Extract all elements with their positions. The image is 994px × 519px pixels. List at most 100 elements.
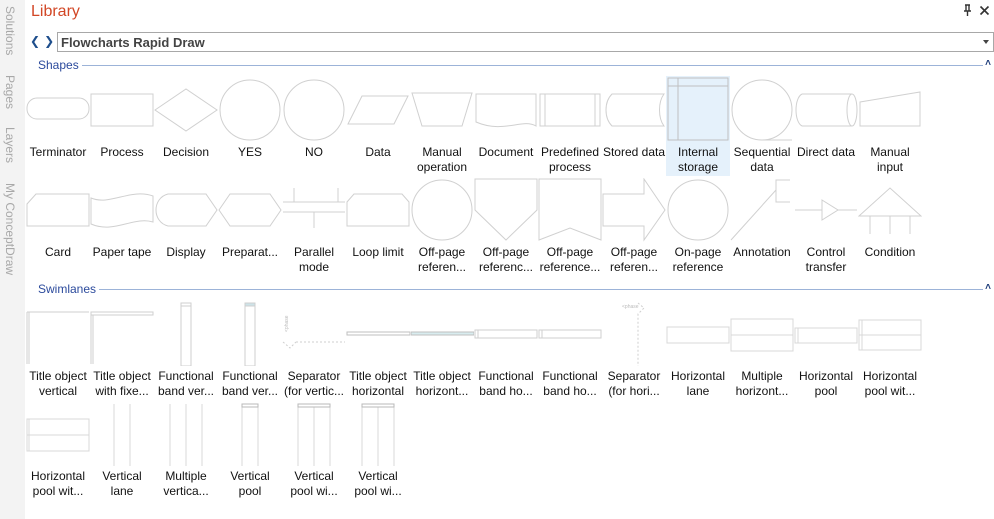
shape-yes[interactable]: YES xyxy=(218,78,282,159)
library-select[interactable]: Flowcharts Rapid Draw xyxy=(57,32,994,52)
shape-process[interactable]: Process xyxy=(90,78,154,159)
horizontal-pool-lanes-icon xyxy=(26,418,90,452)
shape-document[interactable]: Document xyxy=(474,78,538,159)
shape-on-page-reference[interactable]: On-page reference xyxy=(666,178,730,274)
shape-off-page-reference-4[interactable]: Off-page referen... xyxy=(602,178,666,274)
section-label: Swimlanes xyxy=(38,282,97,296)
shape-decision[interactable]: Decision xyxy=(154,78,218,159)
swimlane-separator-horizontal[interactable]: <phase Separator (for hori... xyxy=(602,302,666,398)
swimlane-vertical-lane[interactable]: Vertical lane xyxy=(90,402,154,498)
stored-data-shape-icon xyxy=(605,93,665,127)
side-tab-my-conceptdraw[interactable]: My ConceptDraw xyxy=(3,183,17,276)
multiple-horizontal-lanes-icon xyxy=(730,318,794,352)
library-select-value: Flowcharts Rapid Draw xyxy=(61,34,205,50)
shape-stored-data[interactable]: Stored data xyxy=(602,78,666,159)
shape-direct-data[interactable]: Direct data xyxy=(794,78,858,159)
horizontal-pool-icon xyxy=(794,327,858,344)
shape-parallel-mode[interactable]: Parallel mode xyxy=(282,178,346,274)
loop-limit-shape-icon xyxy=(346,193,410,227)
chevron-left-icon[interactable]: ❮ xyxy=(30,34,41,48)
swimlane-multiple-horizontal[interactable]: Multiple horizont... xyxy=(730,302,794,398)
swimlane-title-object-fixed[interactable]: Title object with fixe... xyxy=(90,302,154,398)
separator-vertical-icon: <phase xyxy=(282,315,345,349)
shape-condition[interactable]: Condition xyxy=(858,178,922,259)
parallel-mode-shape-icon xyxy=(283,188,345,228)
swimlane-vertical-pool[interactable]: Vertical pool xyxy=(218,402,282,498)
shape-card[interactable]: Card xyxy=(26,178,90,259)
section-divider xyxy=(99,288,983,290)
shape-loop-limit[interactable]: Loop limit xyxy=(346,178,410,259)
title-object-fixed-icon xyxy=(90,311,154,364)
functional-band-horizontal-icon xyxy=(538,329,602,339)
swimlane-multiple-vertical[interactable]: Multiple vertica... xyxy=(154,402,218,498)
functional-band-vertical-icon xyxy=(180,302,192,366)
swimlane-functional-band-horizontal-2[interactable]: Functional band ho... xyxy=(538,302,602,398)
title-object-horizontal-icon xyxy=(410,331,474,336)
side-tab-layers[interactable]: Layers xyxy=(3,127,17,164)
vertical-lane-icon xyxy=(113,404,131,466)
shape-data[interactable]: Data xyxy=(346,78,410,159)
control-transfer-shape-icon xyxy=(795,199,857,221)
shape-internal-storage[interactable]: Internal storage xyxy=(666,76,730,176)
horizontal-lane-icon xyxy=(666,326,730,344)
shape-preparation[interactable]: Preparat... xyxy=(218,178,282,259)
data-parallelogram-icon xyxy=(347,95,409,125)
shape-off-page-reference-3[interactable]: Off-page reference... xyxy=(538,178,602,274)
chevron-up-icon[interactable]: ˄ xyxy=(985,282,991,293)
manual-input-shape-icon xyxy=(859,91,921,127)
swimlane-title-object-vertical[interactable]: Title object vertical xyxy=(26,302,90,398)
vertical-pool-lanes-icon xyxy=(361,403,395,466)
shape-display[interactable]: Display xyxy=(154,178,218,259)
shape-annotation[interactable]: Annotation xyxy=(730,178,794,259)
swimlane-functional-band-horizontal-1[interactable]: Functional band ho... xyxy=(474,302,538,398)
vertical-pool-icon xyxy=(241,403,259,466)
off-page-circle-icon xyxy=(411,179,473,241)
swimlane-horizontal-pool-with-lanes-2[interactable]: Horizontal pool wit... xyxy=(26,402,90,498)
section-divider xyxy=(81,64,983,66)
off-page-notched-icon xyxy=(538,178,602,241)
swimlane-functional-band-vertical-1[interactable]: Functional band ver... xyxy=(154,302,218,398)
svg-text:<phase: <phase xyxy=(622,304,639,310)
shape-manual-input[interactable]: Manual input xyxy=(858,78,922,174)
side-tab-pages[interactable]: Pages xyxy=(3,75,17,110)
preparation-shape-icon xyxy=(218,193,282,227)
swimlane-vertical-pool-with-lanes-1[interactable]: Vertical pool wi... xyxy=(282,402,346,498)
section-header-shapes[interactable]: Shapes ˄ xyxy=(38,58,991,72)
direct-data-shape-icon xyxy=(795,93,858,127)
shape-control-transfer[interactable]: Control transfer xyxy=(794,178,858,274)
shape-off-page-reference-1[interactable]: Off-page referen... xyxy=(410,178,474,274)
shape-terminator[interactable]: Terminator xyxy=(26,78,90,159)
chevron-up-icon[interactable]: ˄ xyxy=(985,58,991,69)
functional-band-horizontal-icon xyxy=(474,329,538,339)
chevron-down-icon[interactable] xyxy=(983,40,989,44)
swimlane-vertical-pool-with-lanes-2[interactable]: Vertical pool wi... xyxy=(346,402,410,498)
off-page-pentagon-icon xyxy=(474,178,538,241)
title-object-vertical-icon xyxy=(26,311,89,364)
shape-off-page-reference-2[interactable]: Off-page referenc... xyxy=(474,178,538,274)
shape-paper-tape[interactable]: Paper tape xyxy=(90,178,154,259)
shape-predefined-process[interactable]: Predefined process xyxy=(538,78,602,174)
swimlane-horizontal-lane[interactable]: Horizontal lane xyxy=(666,302,730,398)
annotation-shape-icon xyxy=(730,179,790,241)
terminator-shape-icon xyxy=(26,97,90,120)
condition-shape-icon xyxy=(858,187,922,234)
shape-manual-operation[interactable]: Manual operation xyxy=(410,78,474,174)
swimlane-title-object-horizontal-2[interactable]: Title object horizont... xyxy=(410,302,474,398)
swimlane-horizontal-pool-with-lanes-1[interactable]: Horizontal pool wit... xyxy=(858,302,922,398)
functional-band-vertical-icon xyxy=(244,302,256,366)
swimlane-functional-band-vertical-2[interactable]: Functional band ver... xyxy=(218,302,282,398)
swimlane-horizontal-pool[interactable]: Horizontal pool xyxy=(794,302,858,398)
close-icon[interactable] xyxy=(979,4,990,20)
chevron-right-icon[interactable]: ❯ xyxy=(44,34,55,48)
swimlane-title-object-horizontal-1[interactable]: Title object horizontal xyxy=(346,302,410,398)
shape-sequential-data[interactable]: Sequential data xyxy=(730,78,794,174)
pin-icon[interactable] xyxy=(962,4,973,20)
side-tab-solutions[interactable]: Solutions xyxy=(3,6,17,56)
panel-title: Library xyxy=(31,3,80,20)
predefined-process-shape-icon xyxy=(539,93,601,127)
swimlane-separator-vertical[interactable]: <phase Separator (for vertic... xyxy=(282,302,346,398)
shape-no[interactable]: NO xyxy=(282,78,346,159)
decision-shape-icon xyxy=(154,88,218,132)
side-tab-strip: Solutions Pages Layers My ConceptDraw xyxy=(0,0,25,519)
section-header-swimlanes[interactable]: Swimlanes ˄ xyxy=(38,282,991,296)
